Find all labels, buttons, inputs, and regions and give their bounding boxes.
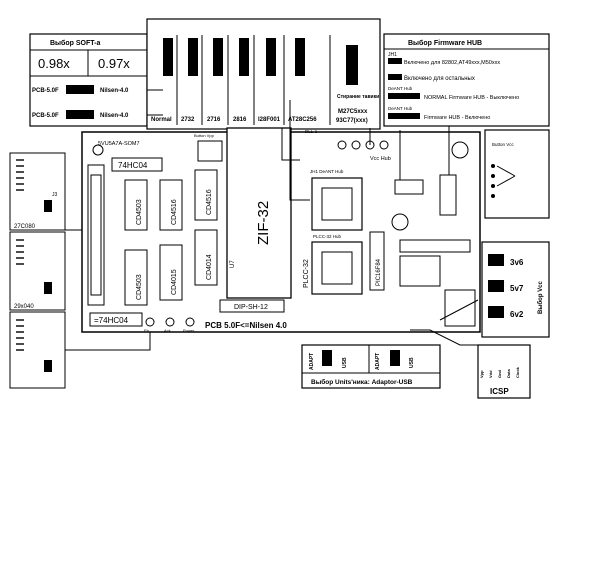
jumper-label-at28c256: AT28C256: [288, 117, 317, 123]
led2-label: Ack: [164, 328, 171, 333]
plcc-label: PLCC-32: [303, 259, 310, 288]
button-vcc-label: Button Vcc: [492, 142, 515, 147]
icsp-pin-clock: Clock: [515, 366, 520, 378]
chip-cd4516b: CD4516: [206, 189, 213, 215]
chip-cd4516: CD4516: [171, 199, 178, 225]
adapt-label-2: ADAPT: [375, 353, 381, 370]
jumper-label-normal: Normal: [151, 117, 172, 123]
left-29x040: 29x040: [14, 304, 34, 310]
left-panel: 27C080 29x040 J3: [9, 152, 66, 389]
fw-row3: NORMAL Firmware HUB - Выключено: [424, 95, 519, 101]
pcb-row1: PCB-5.0F: [32, 88, 59, 94]
left-27c080: 27C080: [14, 224, 36, 230]
vcc-6v2: 6v2: [510, 310, 524, 319]
jumper-label-i28f001: I28F001: [258, 117, 281, 123]
soft-version-2: 0.97x: [98, 56, 130, 71]
pic-label: PIC16F84: [376, 258, 382, 286]
adapt-title: Выбор Units'ника: Adaptor-USB: [311, 378, 413, 386]
jumper-label-2732: 2732: [181, 117, 195, 123]
pcb-board: 5VU5A7A-SOM7 74HC04 CD4503 CD4516 CD4516…: [81, 127, 481, 333]
chip-cd4014: CD4014: [206, 254, 213, 280]
soft-version-1: 0.98x: [38, 56, 70, 71]
chip-cd4503b: CD4503: [136, 274, 143, 300]
jumper-row2: [66, 110, 94, 119]
icsp-label: ICSP: [490, 387, 509, 396]
jumper-special-2: M27C5xxx: [338, 109, 368, 115]
jumper-label-2816: 2816: [233, 117, 247, 123]
jumper-row1: [66, 85, 94, 94]
usb-label-1: USB: [342, 357, 348, 368]
jumper-special-3: 93C77(xxx): [336, 118, 368, 124]
usb-label-2: USB: [409, 357, 415, 368]
fw-row4: Firmware HUB - Включено: [424, 115, 490, 121]
vcc-hub-label: Vcc Hub: [370, 156, 391, 162]
connection-lines: [65, 89, 479, 351]
firmware-hub-box: Выбор Firmware HUB JH1 Включено для 8280…: [383, 33, 550, 127]
button-vpp-label: Button Vpp: [194, 133, 215, 138]
plcc2-label: PLCC-32 Hub: [313, 234, 342, 239]
icsp-pin-vdd: Vdd: [488, 370, 493, 378]
adapter-usb-selector: ADAPT USB ADAPT USB Выбор Units'ника: Ad…: [301, 344, 441, 389]
icsp-pin-data: Data: [506, 369, 511, 378]
fw-hdr4: DeANT Hub: [388, 106, 413, 111]
nilsen-row2: Nilsen-4.0: [100, 113, 129, 119]
vcc-3v6: 3v6: [510, 258, 524, 267]
zif-label: ZIF-32: [255, 201, 272, 245]
jumper-special: Стирание тавики: [337, 94, 379, 100]
chip-74hc04-b: =74HC04: [94, 316, 129, 325]
soft-title: Выбор SOFT-а: [50, 39, 100, 47]
fw-row1: Включено для 82802,AT49xxx,M50xxx: [404, 60, 500, 66]
fw-j-label: JH1: [388, 52, 397, 58]
left-j3: J3: [52, 192, 58, 198]
vcc-selector: 3v6 5v7 6v2 Выбор Vcc: [481, 241, 550, 338]
icsp-pin-vpp: Vpp: [479, 370, 484, 378]
chip-74hc04: 74HC04: [118, 161, 148, 170]
led3-label: Power: [183, 328, 195, 333]
u7-label: U7: [230, 260, 236, 268]
fw-hdr3: DeANT Hub: [388, 86, 413, 91]
nilsen-row1: Nilsen-4.0: [100, 88, 129, 94]
chip-cd4503: CD4503: [136, 199, 143, 225]
soft-selector-box: Выбор SOFT-а 0.98x 0.97x PCB-5.0F Nilsen…: [29, 33, 148, 127]
icsp-block: Vpp Vdd Gnd Data Clock ICSP: [477, 344, 531, 399]
plcc-top-label: JH1 DeANT Hub: [310, 169, 344, 174]
board-top-label: 5VU5A7A-SOM7: [98, 141, 140, 147]
vcc-title: Выбор Vcc: [537, 281, 544, 314]
fw-row2: Включено для остальных: [404, 76, 475, 82]
fw-title: Выбор Firmware HUB: [408, 39, 482, 47]
jumper-label-2716: 2716: [207, 117, 221, 123]
vcc-5v7: 5v7: [510, 284, 524, 293]
icsp-pin-gnd: Gnd: [497, 369, 502, 378]
dip-label: DIP-SH-12: [234, 304, 268, 311]
chip-cd4015: CD4015: [171, 269, 178, 295]
ndl-label: DLL-1: [305, 129, 318, 134]
pcb-footer: PCB 5.0F<=Nilsen 4.0: [205, 321, 287, 330]
led1-label: Eb: [144, 328, 150, 333]
jumper-panel: Normal 2732 2716 2816 I28F001 AT28C256 С…: [146, 18, 381, 130]
pcb-row2: PCB-5.0F: [32, 113, 59, 119]
adapt-label-1: ADAPT: [309, 353, 315, 370]
button-vcc-panel: Button Vcc: [484, 129, 550, 219]
